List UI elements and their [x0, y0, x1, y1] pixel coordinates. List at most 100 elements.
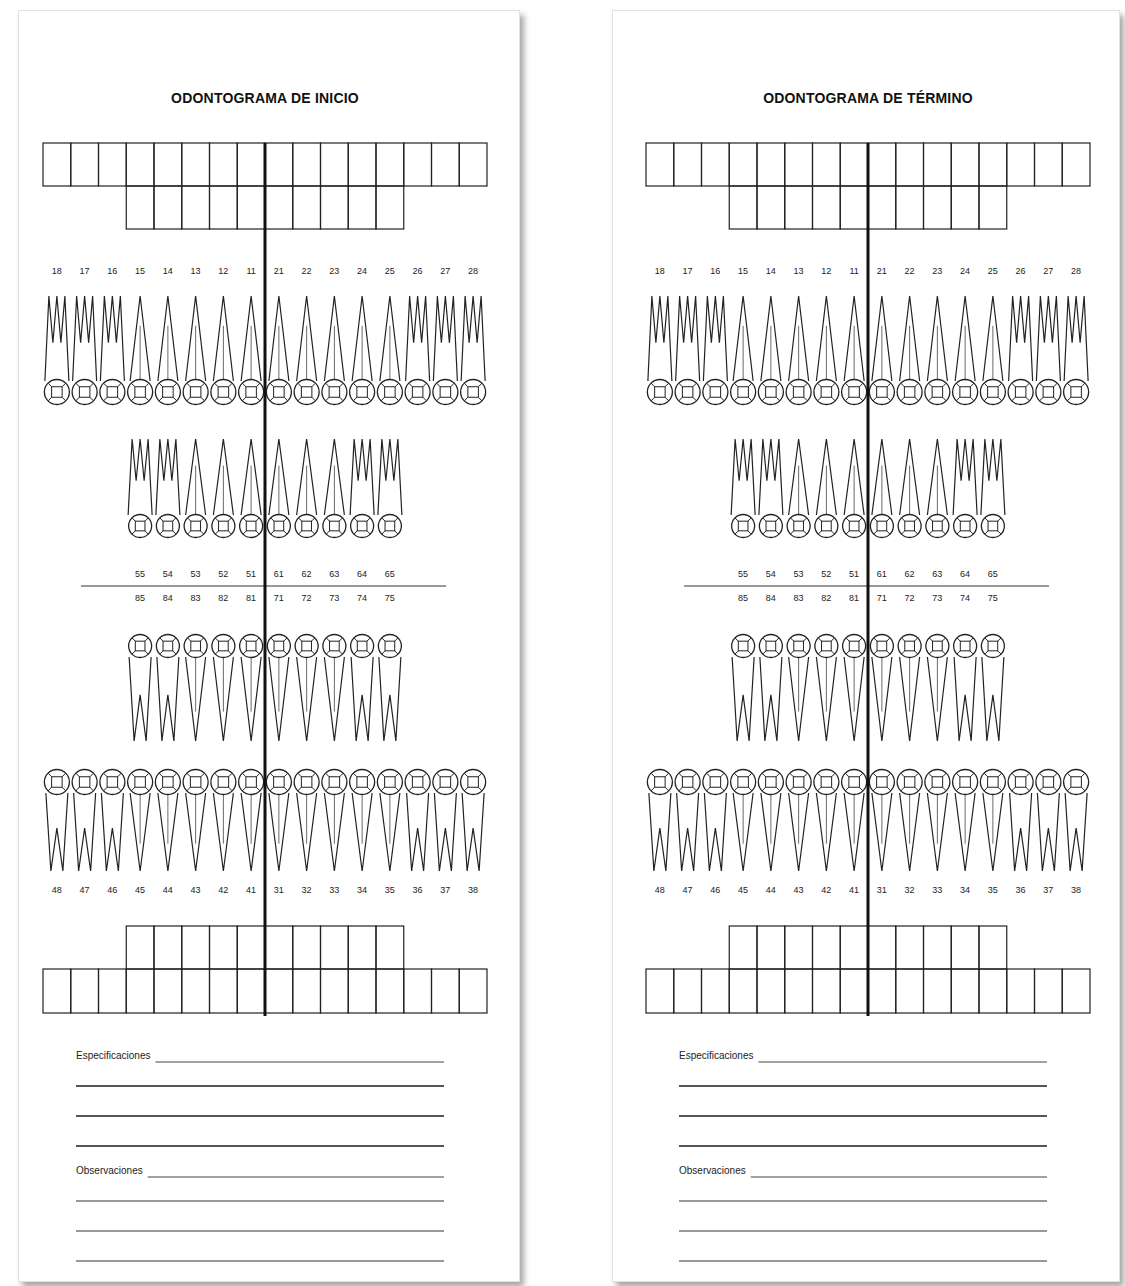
tooth-crown — [898, 635, 921, 658]
tooth-number: 26 — [1016, 267, 1026, 276]
tooth-root — [703, 296, 727, 381]
occlusal-face — [440, 777, 451, 788]
writing-line — [679, 1200, 1047, 1202]
occlusal-face — [357, 641, 367, 651]
tooth-root — [955, 793, 975, 871]
tooth-crown — [461, 380, 486, 405]
tooth-crown — [433, 380, 458, 405]
tooth-crown — [925, 770, 950, 795]
tooth-number: 41 — [246, 886, 256, 895]
tooth-root — [129, 657, 151, 741]
tooth-root — [927, 793, 947, 871]
root-canal — [251, 466, 252, 515]
face-divider — [887, 383, 891, 387]
grid-cell — [265, 926, 293, 969]
grid-cell — [321, 926, 349, 969]
face-divider — [173, 518, 176, 521]
face-divider — [76, 397, 80, 401]
tooth-root — [760, 657, 782, 741]
tooth-crown — [980, 380, 1005, 405]
face-divider — [256, 651, 259, 654]
tooth-number: 85 — [135, 594, 145, 603]
tooth-crown — [183, 380, 208, 405]
tooth-root — [350, 439, 374, 515]
root-canal — [306, 326, 307, 381]
face-divider — [803, 518, 806, 521]
occlusal-face — [163, 387, 174, 398]
face-divider — [464, 773, 468, 777]
face-divider — [693, 383, 697, 387]
face-divider — [734, 773, 738, 777]
tooth-root — [130, 793, 150, 871]
occlusal-face — [191, 521, 201, 531]
tooth-number: 22 — [905, 267, 915, 276]
face-divider — [173, 638, 176, 641]
face-divider — [76, 787, 80, 791]
face-divider — [818, 638, 821, 641]
root-canal — [223, 793, 224, 844]
face-divider — [423, 397, 427, 401]
writing-line — [155, 1062, 444, 1063]
tooth-number: 21 — [274, 267, 284, 276]
tooth-number: 81 — [246, 594, 256, 603]
grid-cell — [702, 969, 730, 1013]
grid-cell — [1035, 969, 1063, 1013]
tooth-crown — [787, 635, 810, 658]
face-divider — [382, 518, 385, 521]
tooth-number: 17 — [683, 267, 693, 276]
tooth-crown — [72, 380, 97, 405]
face-divider — [831, 518, 834, 521]
face-divider — [957, 651, 960, 654]
grid-cell — [293, 969, 321, 1013]
tooth-number: 74 — [357, 594, 367, 603]
root-canal — [909, 793, 910, 844]
tooth-root — [297, 657, 317, 741]
root-canal — [389, 326, 390, 381]
face-divider — [985, 518, 988, 521]
face-divider — [956, 397, 960, 401]
tooth-crown — [675, 770, 700, 795]
face-divider — [790, 531, 793, 534]
tooth-crown — [759, 515, 782, 538]
tooth-root — [462, 793, 484, 871]
tooth-crown — [953, 770, 978, 795]
tooth-crown — [266, 770, 291, 795]
grid-cell — [813, 926, 841, 969]
occlusal-face — [218, 777, 229, 788]
face-divider — [693, 787, 697, 791]
face-divider — [831, 531, 834, 534]
tooth-crown — [731, 380, 756, 405]
face-divider — [679, 787, 683, 791]
root-canal — [826, 326, 827, 381]
occlusal-face — [246, 387, 257, 398]
tooth-number: 45 — [738, 886, 748, 895]
tooth-root — [816, 439, 836, 515]
tooth-number: 15 — [135, 267, 145, 276]
occlusal-face — [79, 777, 90, 788]
face-divider — [229, 773, 233, 777]
occlusal-face — [302, 641, 312, 651]
face-divider — [353, 787, 357, 791]
tooth-number: 84 — [766, 594, 776, 603]
sheet-heading: ODONTOGRAMA DE INICIO — [171, 91, 359, 105]
face-divider — [90, 787, 94, 791]
face-divider — [874, 651, 877, 654]
occlusal-face — [357, 777, 368, 788]
root-canal — [854, 326, 855, 381]
face-divider — [970, 773, 974, 777]
face-divider — [353, 383, 357, 387]
face-divider — [874, 518, 877, 521]
tooth-number: 61 — [877, 570, 887, 579]
tooth-root — [433, 296, 457, 381]
occlusal-face — [302, 521, 312, 531]
root-canal — [140, 326, 141, 381]
face-divider — [381, 787, 385, 791]
grid-cell — [432, 143, 460, 186]
occlusal-face — [1071, 387, 1082, 398]
face-divider — [200, 638, 203, 641]
tooth-root — [74, 793, 96, 871]
face-divider — [845, 787, 849, 791]
tooth-root — [955, 296, 975, 381]
grid-cell — [154, 186, 182, 229]
tooth-crown — [981, 515, 1004, 538]
